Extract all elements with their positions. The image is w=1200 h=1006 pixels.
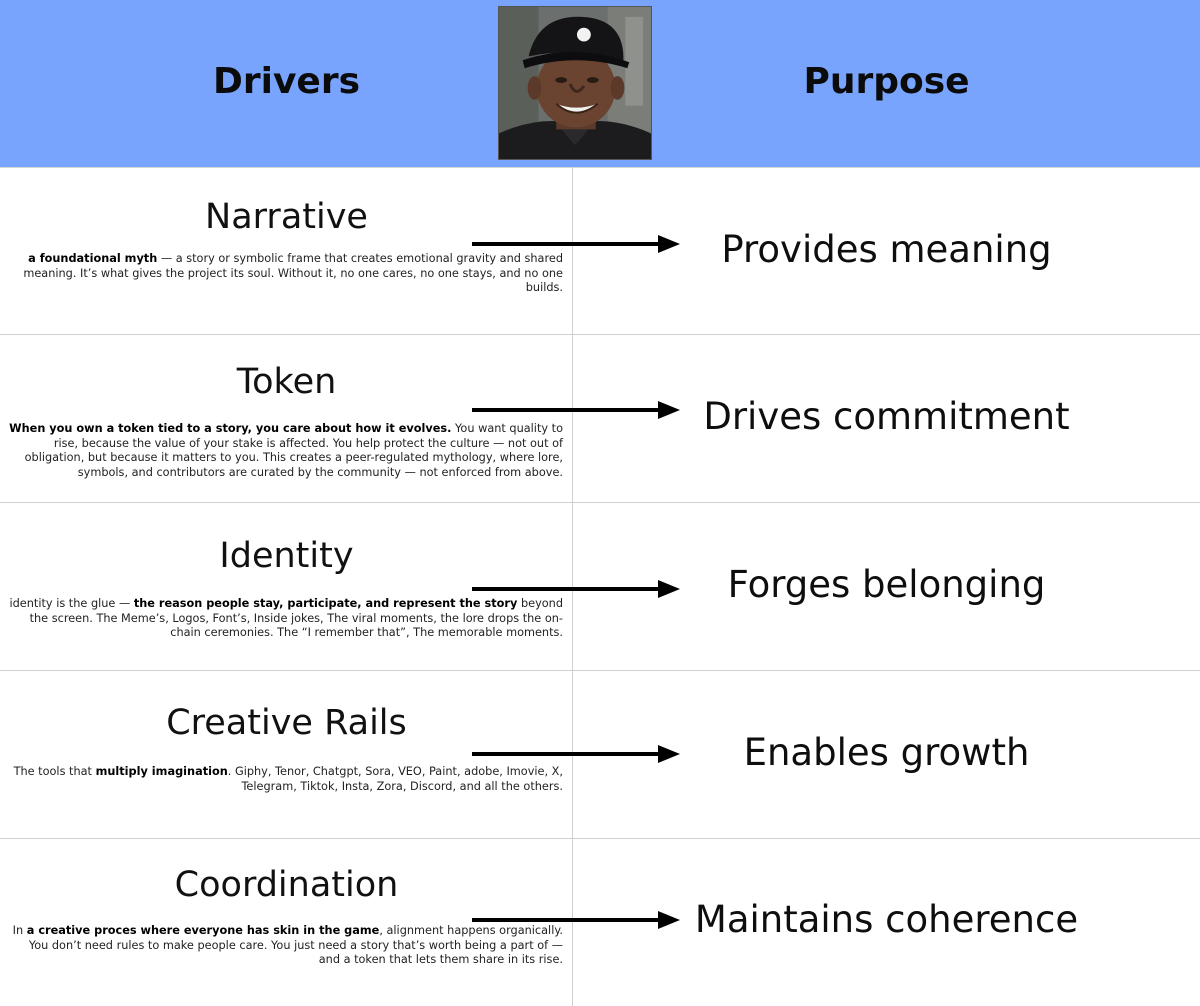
desc-text: , alignment happens organically. You don… [28, 924, 563, 966]
column-divider [572, 167, 573, 1006]
driver-title: Narrative [205, 197, 368, 237]
right-arrow-icon [472, 234, 682, 254]
driver-description: In a creative proces where everyone has … [8, 924, 563, 968]
table-row: Token When you own a token tied to a sto… [0, 335, 1200, 503]
driver-title: Identity [219, 536, 354, 576]
purpose-column-title: Purpose [803, 61, 970, 102]
desc-bold: multiply imagination [95, 765, 228, 778]
table-row: Coordination In a creative proces where … [0, 839, 1200, 1006]
driver-title: Token [236, 362, 337, 402]
table-row: Narrative a foundational myth — a story … [0, 167, 1200, 335]
drivers-column-title: Drivers [212, 61, 361, 102]
desc-text: You want quality to rise, because the va… [24, 422, 563, 479]
driver-description: When you own a token tied to a story, yo… [8, 422, 563, 480]
desc-text: — a story or symbolic frame that creates… [23, 252, 563, 294]
right-arrow-icon [472, 744, 682, 764]
desc-text: . Giphy, Tenor, Chatgpt, Sora, VEO, Pain… [227, 765, 563, 793]
driver-description: identity is the glue — the reason people… [8, 597, 564, 641]
driver-description: a foundational myth — a story or symboli… [8, 252, 563, 296]
purpose-label: Provides meaning [721, 228, 1052, 271]
driver-title: Creative Rails [166, 703, 407, 743]
table-row: Identity identity is the glue — the reas… [0, 503, 1200, 671]
desc-bold: a foundational myth [28, 252, 158, 265]
desc-text: The tools that [13, 765, 96, 778]
purpose-label: Drives commitment [703, 395, 1070, 438]
driver-description: The tools that multiply imagination. Gip… [8, 765, 563, 794]
table-row: Creative Rails The tools that multiply i… [0, 671, 1200, 839]
driver-title: Coordination [174, 865, 399, 905]
right-arrow-icon [472, 579, 682, 599]
purpose-label: Maintains coherence [694, 898, 1079, 941]
right-arrow-icon [472, 400, 682, 420]
desc-bold: When you own a token tied to a story, yo… [9, 422, 452, 435]
portrait-image [498, 6, 652, 160]
desc-bold: the reason people stay, participate, and… [133, 597, 518, 610]
desc-text: In [12, 924, 27, 937]
desc-text: beyond the screen. The Meme’s, Logos, Fo… [29, 597, 563, 639]
purpose-label: Enables growth [743, 731, 1030, 774]
purpose-label: Forges belonging [727, 563, 1046, 606]
desc-text: identity is the glue — [9, 597, 134, 610]
right-arrow-icon [472, 910, 682, 930]
desc-bold: a creative proces where everyone has ski… [26, 924, 380, 937]
